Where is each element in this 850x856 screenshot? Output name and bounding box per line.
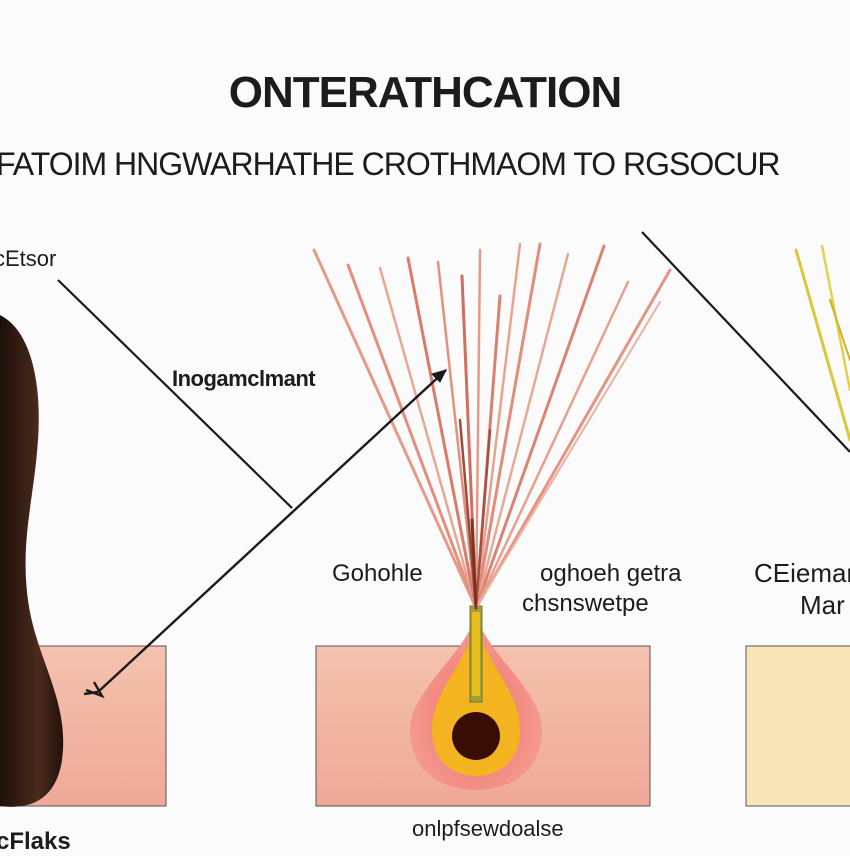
hair-strands-yellow [794, 244, 850, 442]
hair-strands-pink [312, 242, 672, 610]
diagram-title: ONTERATHCATION [228, 68, 623, 117]
diagram-subtitle: FATOIM HNGWARHATHE CROTHMAOM TO RGSOCUR [0, 146, 781, 182]
caption-bottom-center: onlpfsewdoalse [412, 816, 564, 841]
label-left: cEtsor [0, 246, 57, 271]
label-far-right-line2: Mar [800, 590, 845, 620]
label-right-line1: oghoeh getra [540, 560, 682, 587]
arrow-head [431, 369, 447, 383]
cream-panel-right [745, 645, 850, 807]
caption-bottom-left: cFlaks [0, 828, 71, 855]
hair-silhouette [0, 315, 64, 807]
hair-follicle [410, 605, 542, 790]
pointer-arrow-line [97, 369, 447, 693]
label-right-line2: chsnswetpe [522, 590, 649, 617]
label-far-right-line1: CEiemar [754, 558, 850, 588]
label-center: Gohohle [332, 560, 423, 587]
label-middle: Inogamclmant [172, 366, 316, 391]
pointer-line-right [641, 231, 850, 453]
pointer-line-left [57, 279, 293, 509]
pointer-lines [57, 231, 850, 699]
